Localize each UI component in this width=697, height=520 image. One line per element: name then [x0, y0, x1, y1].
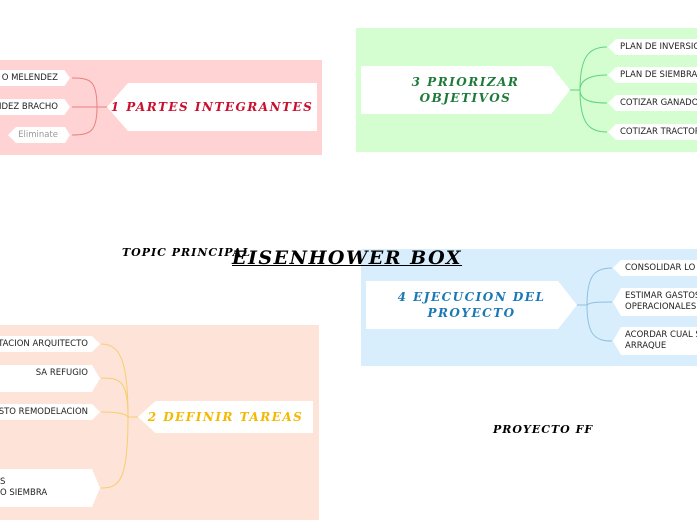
list-item[interactable]: IDEZ BRACHO	[0, 99, 70, 115]
list-item[interactable]: S O SIEMBRA	[0, 469, 100, 507]
list-item[interactable]: ESTIMAR GASTOS OPERACIONALES	[613, 288, 697, 316]
list-item[interactable]: SA REFUGIO	[0, 365, 100, 392]
list-item[interactable]: COTIZAR TRACTOR	[608, 124, 697, 140]
list-item[interactable]: Eliminate	[8, 127, 70, 143]
topic-principal-label: TOPIC PRINCIPAL	[122, 246, 252, 259]
list-item[interactable]: PLAN DE INVERSIO	[608, 39, 697, 55]
list-item[interactable]: PLAN DE SIEMBRA	[608, 67, 697, 83]
list-item[interactable]: COTIZAR GANADO	[608, 95, 697, 111]
list-item[interactable]: ACORDAR CUAL S ARRAQUE	[613, 327, 697, 355]
floating-topic[interactable]: PROYECTO FF	[493, 423, 594, 436]
quadrant-1-node[interactable]: 1 PARTES INTEGRANTES	[107, 83, 317, 131]
list-item[interactable]: O MELENDEZ	[0, 70, 70, 86]
list-item[interactable]: CONSOLIDAR LO	[613, 260, 697, 276]
quadrant-2-node[interactable]: 2 DEFINIR TAREAS	[138, 401, 313, 433]
central-title[interactable]: EISENHOWER BOX	[232, 247, 463, 269]
quadrant-3-node[interactable]: 3 PRIORIZAR OBJETIVOS	[361, 66, 570, 114]
quadrant-4-node[interactable]: 4 EJECUCION DEL PROYECTO	[366, 281, 577, 329]
list-item[interactable]: TACION ARQUITECTO	[0, 336, 100, 352]
list-item[interactable]: STO REMODELACION	[0, 404, 100, 420]
